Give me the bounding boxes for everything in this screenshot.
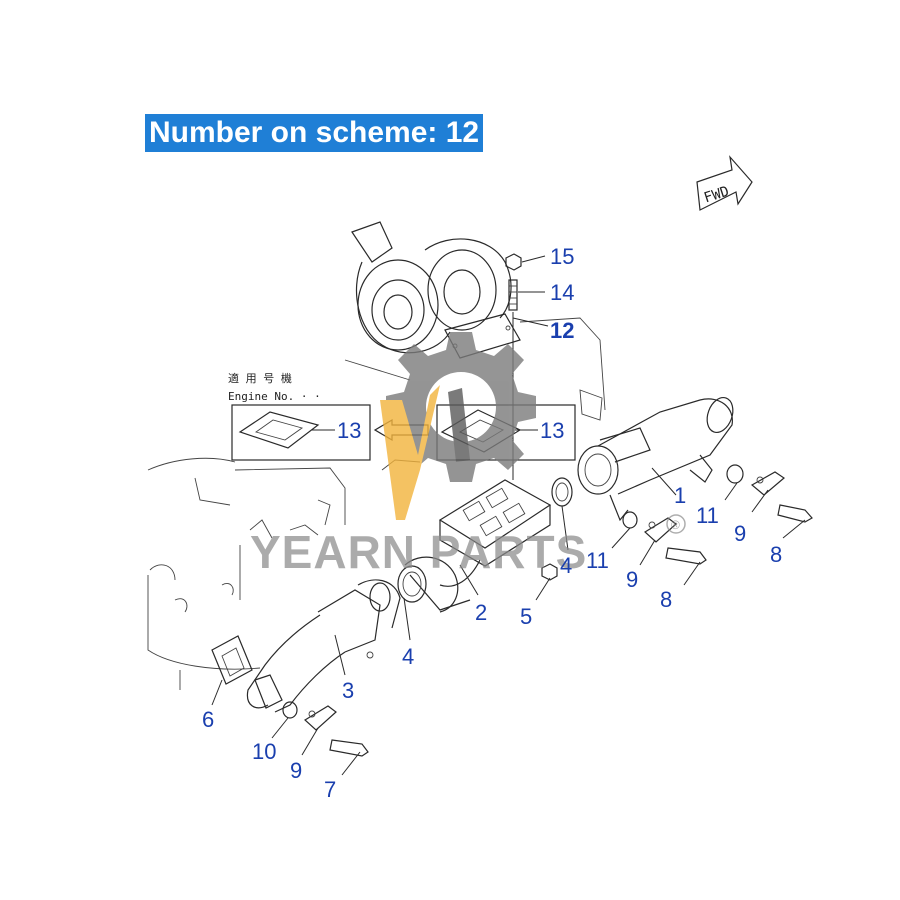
gasket-6-drawing	[211, 635, 253, 685]
callout-14: 14	[550, 280, 574, 305]
callout-4-left: 4	[402, 644, 414, 669]
nut-5-drawing	[541, 563, 558, 581]
callout-5: 5	[520, 604, 532, 629]
callout-6: 6	[202, 707, 214, 732]
callout-11-middle: 11	[586, 548, 609, 573]
registered-mark: ®	[671, 518, 680, 532]
watermark-gear-logo	[380, 332, 536, 520]
callout-3: 3	[342, 678, 354, 703]
exhaust-manifold-1-drawing	[577, 396, 734, 522]
callout-10: 10	[252, 739, 276, 764]
callout-8-right: 8	[770, 542, 782, 567]
forward-arrow-icon: FWD	[696, 155, 753, 211]
callout-leaders	[211, 255, 806, 776]
exhaust-manifold-3-drawing	[246, 579, 401, 713]
callout-9-right: 9	[734, 521, 746, 546]
callout-12: 12	[550, 318, 574, 343]
callout-7: 7	[324, 777, 336, 802]
callout-13-left: 13	[337, 418, 361, 443]
watermark-text: YEARN PARTS	[250, 526, 587, 578]
callout-9-left: 9	[290, 758, 302, 783]
callout-8-middle: 8	[660, 587, 672, 612]
washers-and-bolts-right	[622, 464, 813, 565]
engine-block-outline	[147, 317, 606, 690]
fwd-label: FWD	[702, 183, 731, 206]
callout-11-right: 11	[696, 503, 719, 528]
callout-4-right: 4	[560, 553, 572, 578]
note-engine-no: Engine No. · ·	[228, 390, 321, 403]
washers-and-bolts-left	[282, 701, 369, 757]
scheme-number-banner: Number on scheme: 12	[145, 114, 484, 152]
note-japanese: 適 用 号 機	[228, 371, 292, 385]
callout-2: 2	[475, 600, 487, 625]
callout-15: 15	[550, 244, 574, 269]
callout-13-right: 13	[540, 418, 564, 443]
registered-mark-icon	[666, 514, 686, 534]
engine-number-note: 適 用 号 機 Engine No. · ·	[228, 371, 576, 461]
turbocharger-drawing	[351, 221, 521, 359]
callout-9-middle: 9	[626, 567, 638, 592]
callout-1: 1	[674, 483, 686, 508]
exhaust-spacer-drawing	[404, 479, 552, 613]
